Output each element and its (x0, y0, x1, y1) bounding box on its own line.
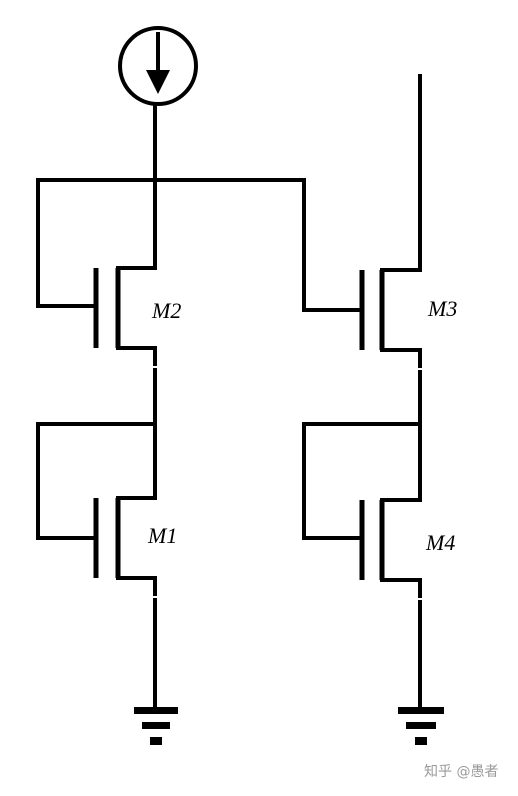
ground-right-bar-2 (406, 722, 436, 729)
ground-right-bar-1 (398, 707, 444, 714)
m3-label: M3 (427, 296, 457, 321)
left-stack-wiring (36, 346, 157, 540)
ground-left-bar-3 (150, 737, 162, 745)
transistor-m2: M2 (93, 266, 181, 350)
m4-label: M4 (425, 530, 455, 555)
m2-label: M2 (151, 298, 181, 323)
transistor-m3: M3 (359, 268, 457, 352)
current-source-arrow-head (146, 70, 170, 94)
ground-left-bar-2 (142, 722, 170, 729)
ground-right-bar-3 (415, 737, 427, 745)
ground-right (398, 600, 444, 745)
transistor-m4: M4 (359, 498, 455, 598)
bias-wiring (36, 102, 364, 312)
ground-left (134, 598, 178, 745)
current-source-circle (118, 26, 198, 106)
m3-m4-wiring (302, 348, 422, 540)
m1-label: M1 (147, 523, 177, 548)
current-source (118, 26, 198, 106)
ground-left-bar-1 (134, 707, 178, 714)
watermark-text: 知乎 @愚者 (424, 763, 498, 780)
transistor-m1: M1 (93, 496, 177, 596)
